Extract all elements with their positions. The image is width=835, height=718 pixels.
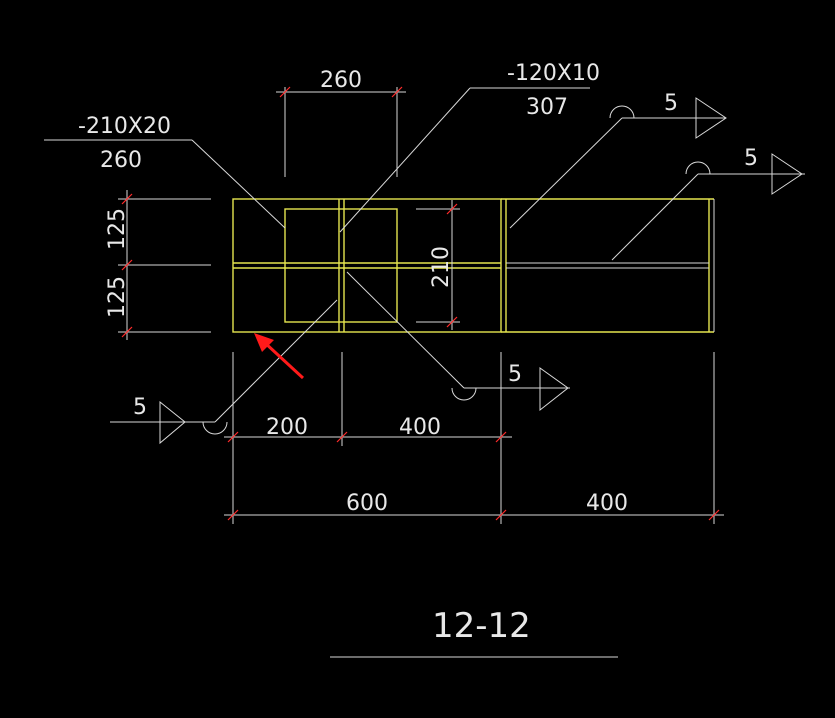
dimension-ticks — [121, 86, 720, 521]
weld-circle-4 — [202, 421, 228, 435]
left-callout-len: 260 — [100, 148, 142, 173]
weld-flag-2 — [771, 153, 803, 195]
weld-circle-2 — [685, 161, 711, 175]
weld-size-4: 5 — [133, 395, 147, 420]
dim-left-upper-label: 125 — [105, 208, 130, 250]
base-plate-left — [232, 198, 502, 333]
right-callout-len: 307 — [526, 95, 568, 120]
weld-leader-3 — [346, 271, 465, 389]
weld-circle-1 — [609, 105, 635, 119]
weld-size-3: 5 — [508, 362, 522, 387]
dimension-lines — [118, 87, 724, 658]
callout-leaders — [44, 87, 805, 423]
weld-flag-3 — [539, 367, 569, 412]
section-title: 12-12 — [432, 606, 531, 646]
dim-400-label: 400 — [399, 415, 441, 440]
weld-leader-1 — [509, 117, 623, 229]
dim-200-label: 200 — [266, 415, 308, 440]
weld-symbols — [159, 97, 803, 445]
dim-inner-210-label: 210 — [429, 246, 454, 288]
weld-flag-1 — [695, 97, 727, 139]
dim-top-260-label: 260 — [320, 68, 362, 93]
weld-circle-3 — [451, 387, 477, 401]
dim-left-lower-label: 125 — [105, 276, 130, 318]
left-callout-leader — [191, 139, 286, 229]
red-arrow — [254, 333, 305, 380]
dim-600-label: 600 — [346, 491, 388, 516]
inner-plate — [284, 208, 398, 323]
right-callout-spec: -120X10 — [507, 61, 600, 86]
right-callout-leader — [339, 87, 471, 233]
weld-leader-4 — [214, 299, 338, 423]
weld-size-2: 5 — [744, 146, 758, 171]
weld-leader-2 — [611, 173, 699, 261]
weld-flag-4 — [159, 400, 186, 445]
right-member — [506, 199, 715, 332]
dim-400-right-label: 400 — [586, 491, 628, 516]
plate-outline — [232, 198, 714, 333]
left-callout-spec: -210X20 — [78, 114, 171, 139]
weld-size-1: 5 — [664, 91, 678, 116]
